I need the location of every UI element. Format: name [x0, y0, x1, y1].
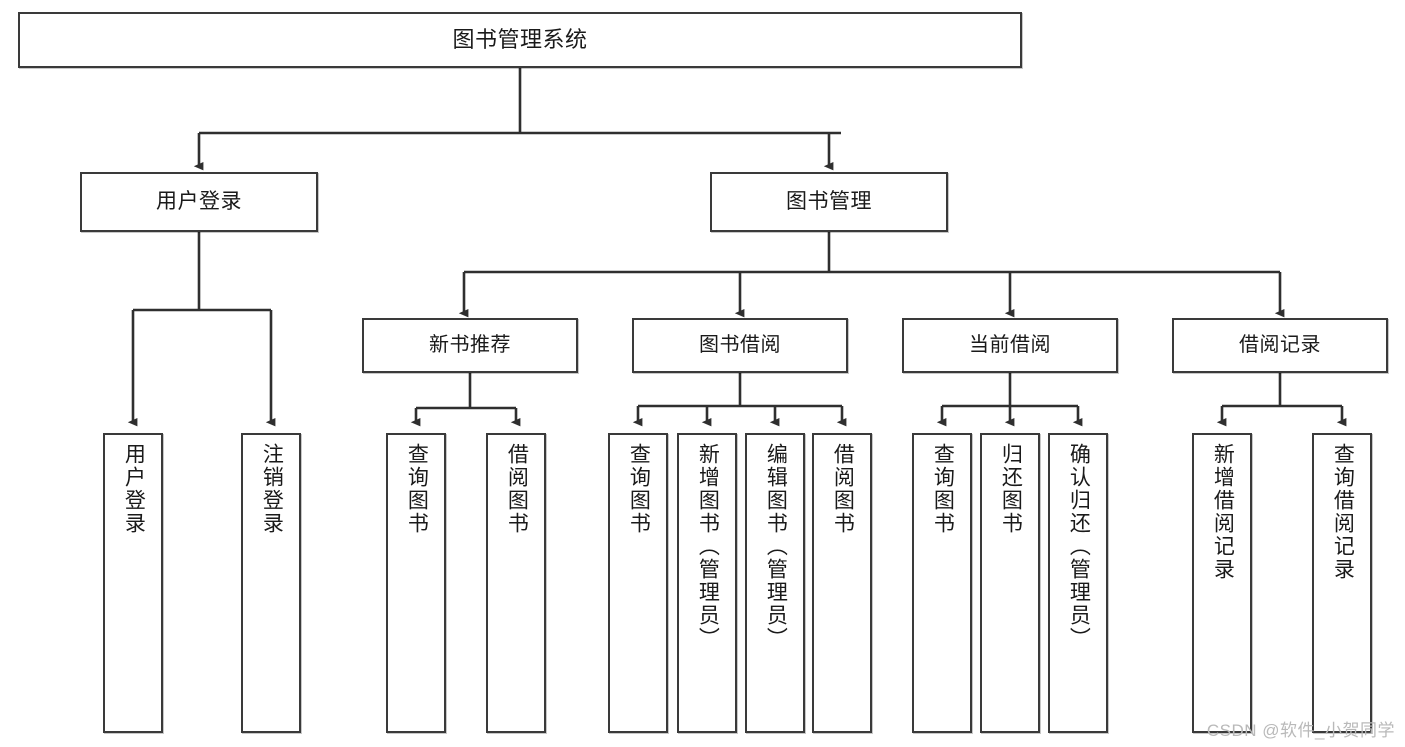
node-label: 用户登录 [156, 190, 242, 214]
node-label: 借阅图书 [831, 443, 855, 535]
leaf-borrow-query-book[interactable]: 查询图书 [608, 433, 668, 733]
watermark-text: CSDN @软件_小贺同学 [1206, 721, 1395, 740]
leaf-borrow-edit-book-admin[interactable]: 编辑图书（管理员） [745, 433, 805, 733]
node-label: 当前借阅 [969, 334, 1051, 357]
leaf-user-login-login[interactable]: 用户登录 [103, 433, 163, 733]
node-label: 图书借阅 [699, 334, 781, 357]
leaf-borrow-borrow-book[interactable]: 借阅图书 [812, 433, 872, 733]
node-label: 注销登录 [260, 443, 284, 535]
leaf-recommend-query-book[interactable]: 查询图书 [386, 433, 446, 733]
node-book-borrow[interactable]: 图书借阅 [632, 318, 848, 373]
node-borrow-record[interactable]: 借阅记录 [1172, 318, 1388, 373]
leaf-current-confirm-return-admin[interactable]: 确认归还（管理员） [1048, 433, 1108, 733]
node-label: 查询图书 [405, 443, 429, 535]
node-label: 新书推荐 [429, 334, 511, 357]
leaf-record-query-record[interactable]: 查询借阅记录 [1312, 433, 1372, 733]
node-label: 借阅图书 [505, 443, 529, 535]
node-label: 新增借阅记录 [1211, 443, 1235, 581]
node-current-borrow[interactable]: 当前借阅 [902, 318, 1118, 373]
leaf-borrow-add-book-admin[interactable]: 新增图书（管理员） [677, 433, 737, 733]
node-label: 查询图书 [931, 443, 955, 535]
node-label: 查询图书 [627, 443, 651, 535]
node-user-login[interactable]: 用户登录 [80, 172, 318, 232]
node-book-management[interactable]: 图书管理 [710, 172, 948, 232]
node-label: 新增图书（管理员） [696, 443, 720, 650]
node-label: 图书管理系统 [452, 26, 588, 52]
leaf-record-add-record[interactable]: 新增借阅记录 [1192, 433, 1252, 733]
node-label: 确认归还（管理员） [1067, 443, 1091, 650]
node-label: 借阅记录 [1239, 334, 1321, 357]
leaf-recommend-borrow-book[interactable]: 借阅图书 [486, 433, 546, 733]
leaf-current-query-book[interactable]: 查询图书 [912, 433, 972, 733]
node-root-system[interactable]: 图书管理系统 [18, 12, 1022, 68]
node-new-book-recommend[interactable]: 新书推荐 [362, 318, 578, 373]
node-label: 归还图书 [999, 443, 1023, 535]
leaf-current-return-book[interactable]: 归还图书 [980, 433, 1040, 733]
node-label: 用户登录 [122, 443, 146, 535]
node-label: 查询借阅记录 [1331, 443, 1355, 581]
node-label: 图书管理 [786, 190, 872, 214]
node-label: 编辑图书（管理员） [764, 443, 788, 650]
leaf-user-login-logout[interactable]: 注销登录 [241, 433, 301, 733]
